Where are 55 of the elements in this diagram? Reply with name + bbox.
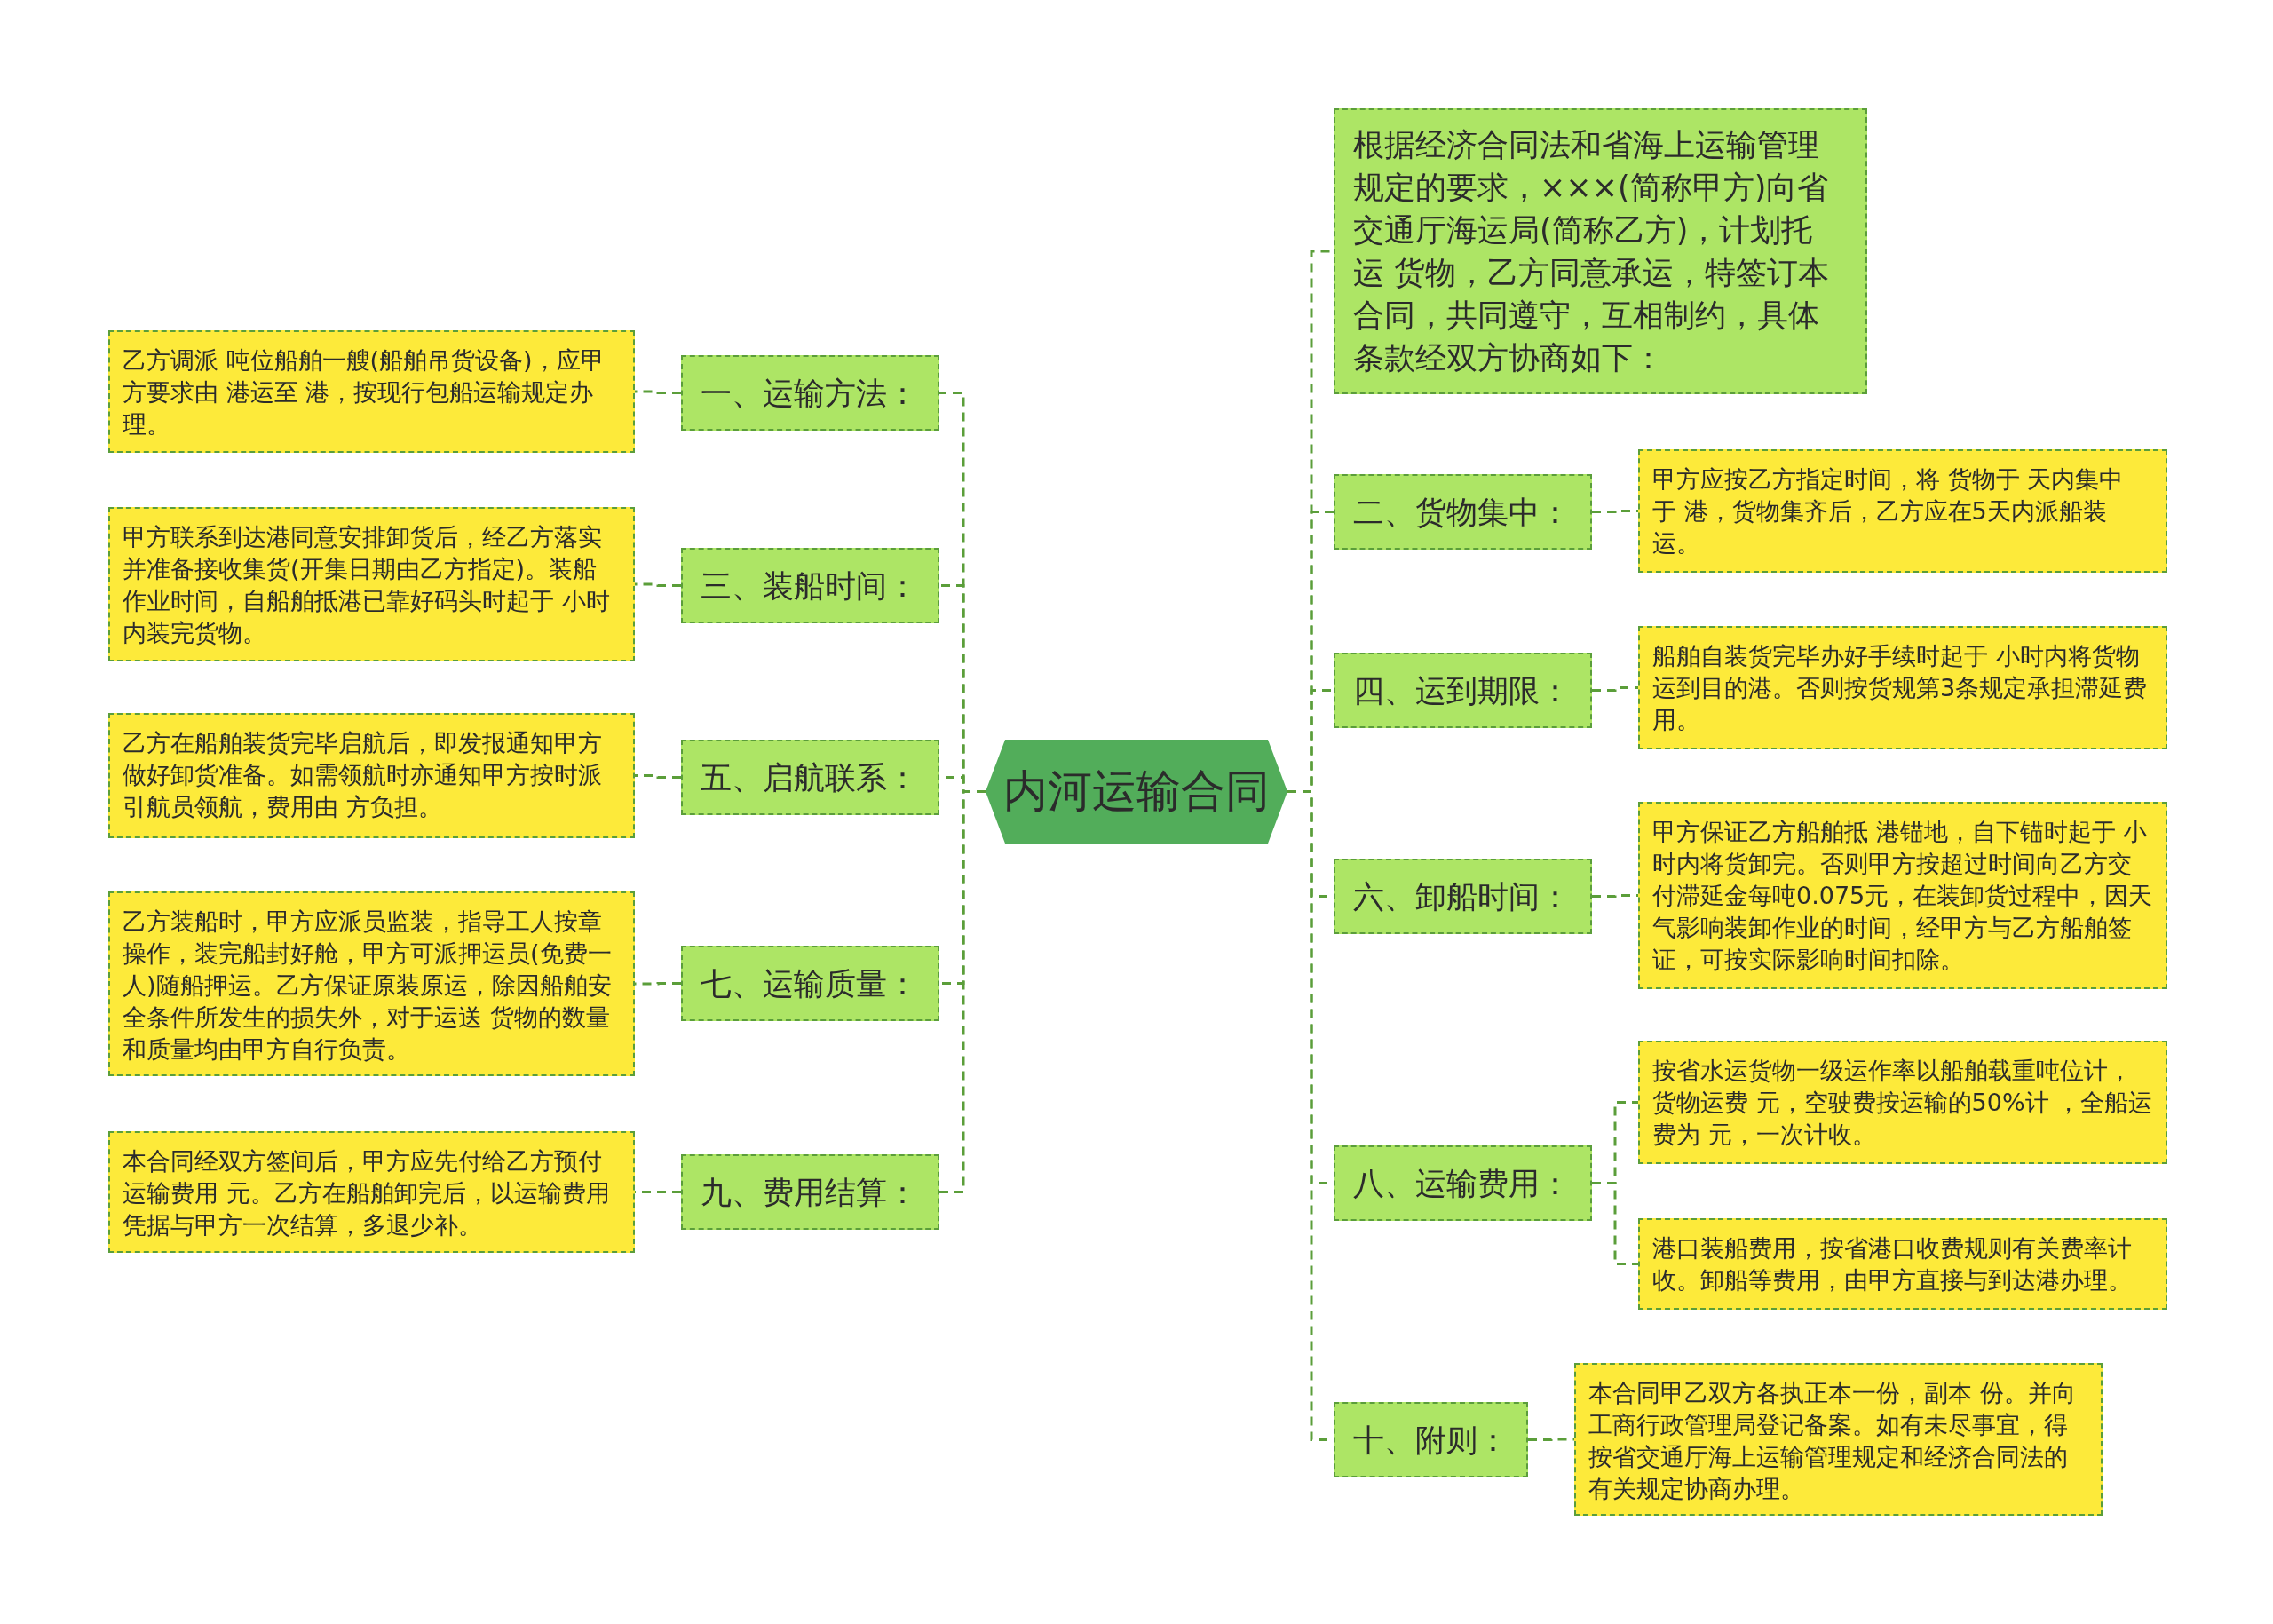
topic-text: 港口装船费用，按省港口收费规则有关费率计收。卸船等费用，由甲方直接与到达港办理。 <box>1652 1233 2133 1295</box>
topic-text: 本合同经双方签间后，甲方应先付给乙方预付运输费用 元。乙方在船舶卸完后，以运输费用凭据与甲方一次结算，多退少补。 <box>123 1146 611 1240</box>
connector-line <box>1592 510 1638 513</box>
detail-note-box <box>108 507 635 661</box>
topic-box <box>681 1154 939 1230</box>
topic-text: 八、运输费用： <box>1353 1164 1571 1203</box>
topic-box <box>1334 653 1592 728</box>
connector-line <box>635 582 681 587</box>
topic-text: 乙方在船舶装货完毕启航后，即发报通知甲方做好卸货准备。如需领航时亦通知甲方按时派引航员领航，费用由 方负担。 <box>123 728 603 822</box>
topic-box <box>681 355 939 431</box>
topic-box <box>1334 1145 1592 1221</box>
topic-box <box>681 548 939 623</box>
central-topic-hexagon <box>986 740 1287 844</box>
topic-text: 六、卸船时间： <box>1353 877 1571 916</box>
topic-text: 十、附则： <box>1353 1421 1509 1460</box>
topic-text: 甲方保证乙方船舶抵 港锚地，自下锚时起于 小时内将货卸完。否则甲方按超过时间向乙方交付滞延金每吨0.075元，在装卸货过程中，因天气影响装卸作业的时间，经甲方与乙方船舶签证，可按实际影响时间扣除。 <box>1652 817 2153 975</box>
topic-text: 九、费用结算： <box>701 1173 918 1212</box>
connector-line <box>939 790 986 1193</box>
topic-box <box>1334 1402 1528 1477</box>
connector-line <box>1528 1438 1574 1441</box>
detail-note-box <box>1638 802 2167 989</box>
detail-note-box <box>1638 626 2167 749</box>
detail-note-box <box>1638 1041 2167 1164</box>
topic-text: 二、货物集中： <box>1353 493 1571 532</box>
detail-note-box <box>108 1131 635 1253</box>
connector-line <box>635 774 681 779</box>
topic-text: 四、运到期限： <box>1353 671 1571 710</box>
topic-text: 本合同甲乙双方各执正本一份，副本 份。并向工商行政管理局登记备案。如有未尽事宜，得按省交通厅海上运输管理规定和经济合同法的有关规定协商办理。 <box>1588 1378 2077 1504</box>
topic-text: 按省水运货物一级运作率以船舶载重吨位计，货物运费 元，空驶费按运输的50%计 ，全船运费为 元，一次计收。 <box>1652 1056 2153 1150</box>
topic-box <box>1334 474 1592 550</box>
detail-note-box <box>1638 449 2167 573</box>
topic-box <box>1334 108 1867 394</box>
connector-line <box>635 390 681 394</box>
topic-text: 甲方联系到达港同意安排卸货后，经乙方落实并准备接收集货(开集日期由乙方指定)。装船作业时间，自船舶抵港已靠好码头时起于 小时内装完货物。 <box>123 522 611 648</box>
detail-note-box <box>108 891 635 1076</box>
topic-text: 一、运输方法： <box>701 374 918 413</box>
topic-text: 乙方调派 吨位船舶一艘(船舶吊货设备)，应甲方要求由 港运至 港，按现行包船运输规定办理。 <box>123 345 606 440</box>
topic-text: 根据经济合同法和省海上运输管理规定的要求，×××(简称甲方)向省交通厅海运局(简称乙方)，计划托运 货物，乙方同意承运，特签订本合同，共同遵守，互相制约，具体条款经双方协商如下： <box>1353 126 1831 377</box>
topic-text: 甲方应按乙方指定时间，将 货物于 天内集中于 港，货物集齐后，乙方应在5天内派船装运。 <box>1652 464 2125 558</box>
topic-text: 内河运输合同 <box>1003 764 1270 819</box>
detail-note-box <box>108 330 635 453</box>
detail-note-box <box>108 713 635 838</box>
topic-box <box>1334 859 1592 934</box>
topic-text: 船舶自装货完毕办好手续时起于 小时内将货物运到目的港。否则按货规第3条规定承担滞延费用。 <box>1652 641 2149 735</box>
topic-box <box>681 946 939 1021</box>
topic-text: 三、装船时间： <box>701 566 918 606</box>
connector-line <box>1592 1182 1638 1265</box>
connector-line <box>1592 894 1638 898</box>
topic-box <box>681 740 939 815</box>
topic-text: 乙方装船时，甲方应派员监装，指导工人按章操作，装完船封好舱，甲方可派押运员(免费一人)随船押运。乙方保证原装原运，除因船舶安全条件所发生的损失外，对于运送 货物的数量和质量均由甲方自行负责。 <box>123 907 613 1065</box>
topic-text: 五、启航联系： <box>701 758 918 797</box>
detail-note-box <box>1638 1218 2167 1310</box>
connector-line <box>1592 686 1638 692</box>
detail-note-box <box>1574 1363 2103 1516</box>
topic-text: 七、运输质量： <box>701 964 918 1003</box>
